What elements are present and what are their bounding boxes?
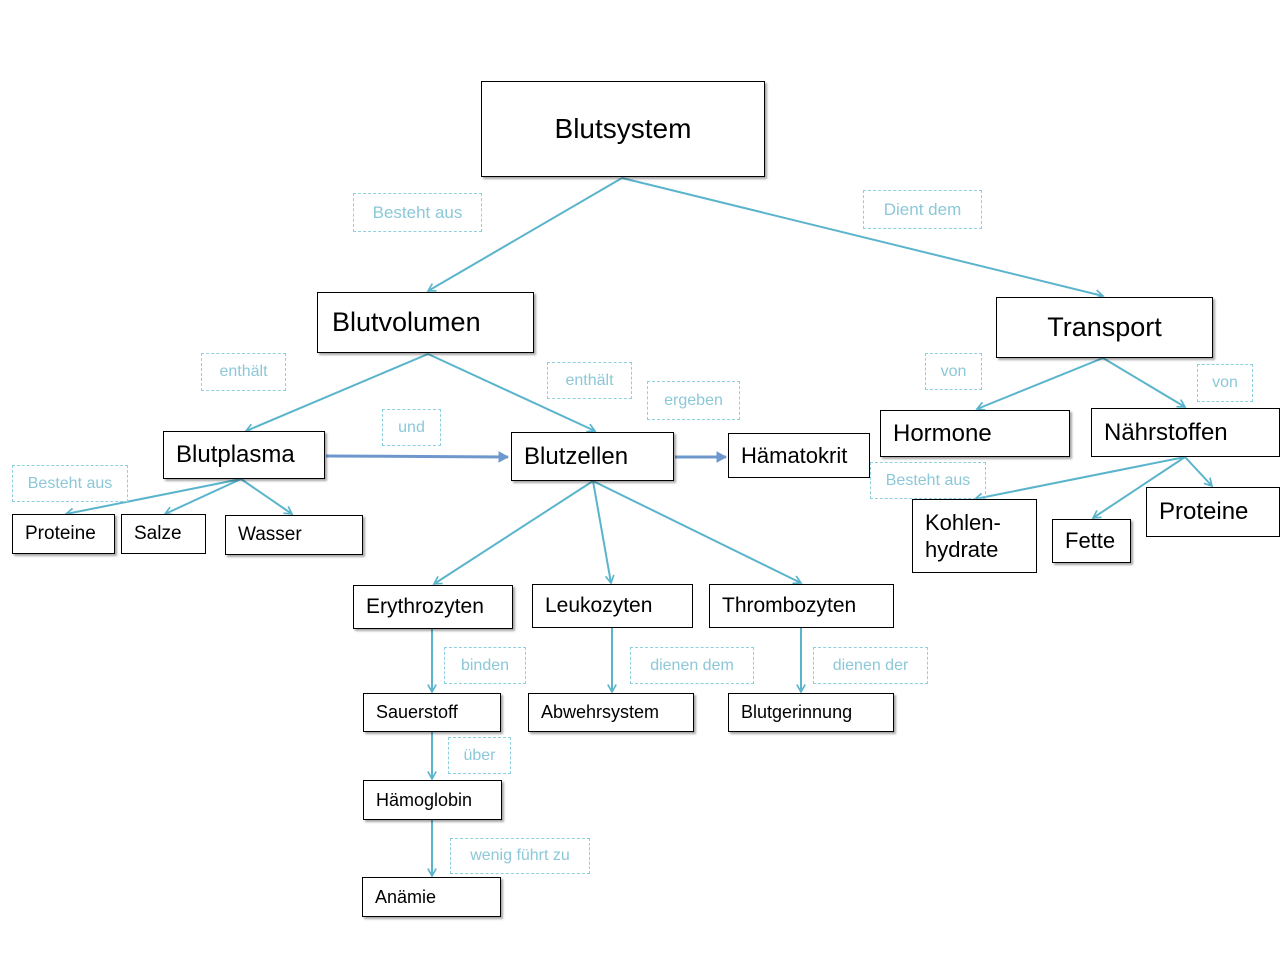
arrow-blutzellen-erythrozyten (434, 480, 594, 584)
node-proteine-naehr[interactable]: Proteine (1146, 487, 1280, 537)
arrow-blutsystem-blutvolumen (428, 177, 623, 292)
arrow-naehrstoffen-proteine (1184, 456, 1212, 486)
node-sauerstoff[interactable]: Sauerstoff (363, 693, 501, 732)
arrow-blutplasma-salze (165, 478, 242, 514)
node-hormone[interactable]: Hormone (880, 410, 1070, 457)
arrow-naehrstoffen-kohlenhydrate (975, 456, 1186, 499)
arrow-blutvolumen-blutzellen (427, 353, 595, 431)
node-proteine-plasma[interactable]: Proteine (12, 514, 115, 554)
arrow-naehrstoffen-fette (1093, 456, 1186, 518)
arrow-blutvolumen-blutplasma (246, 353, 429, 431)
label-von-naehrstoffen: von (1197, 364, 1253, 402)
node-transport[interactable]: Transport (996, 297, 1213, 358)
arrow-transport-naehrstoffen (1102, 357, 1185, 407)
label-ergeben: ergeben (647, 381, 740, 420)
node-blutsystem[interactable]: Blutsystem (481, 81, 765, 177)
label-wenig-fuehrt-zu: wenig führt zu (450, 838, 590, 874)
node-fette[interactable]: Fette (1052, 519, 1131, 563)
node-haematokrit[interactable]: Hämatokrit (728, 433, 870, 478)
node-salze[interactable]: Salze (121, 514, 206, 554)
label-dienen-dem: dienen dem (630, 647, 754, 684)
label-enthaelt-right: enthält (547, 362, 632, 399)
node-blutgerinnung[interactable]: Blutgerinnung (728, 693, 894, 732)
arrow-blutzellen-leukozyten (592, 480, 611, 583)
label-dient-dem: Dient dem (863, 190, 982, 229)
arrow-transport-hormone (977, 357, 1104, 409)
node-blutzellen[interactable]: Blutzellen (511, 432, 674, 481)
label-enthaelt-left: enthält (201, 353, 286, 391)
label-ueber: über (448, 737, 511, 774)
node-kohlenhydrate[interactable]: Kohlen- hydrate (912, 499, 1037, 573)
node-erythrozyten[interactable]: Erythrozyten (353, 585, 513, 629)
arrow-blutsystem-transport (621, 177, 1103, 296)
node-blutplasma[interactable]: Blutplasma (163, 431, 325, 479)
label-besteht-aus-plasma: Besteht aus (12, 465, 128, 502)
label-besteht-aus-top: Besteht aus (353, 193, 482, 232)
arrow-blutplasma-wasser (240, 478, 292, 514)
node-naehrstoffen[interactable]: Nährstoffen (1091, 408, 1280, 457)
arrow-blutplasma-proteine (66, 478, 242, 514)
label-und: und (382, 409, 441, 446)
node-leukozyten[interactable]: Leukozyten (532, 584, 693, 628)
node-anaemie[interactable]: Anämie (362, 877, 501, 917)
node-blutvolumen[interactable]: Blutvolumen (317, 292, 534, 353)
arrow-blutplasma-blutzellen (325, 451, 510, 463)
node-haemoglobin[interactable]: Hämoglobin (363, 780, 502, 820)
node-abwehrsystem[interactable]: Abwehrsystem (528, 693, 694, 732)
arrow-blutzellen-thrombozyten (592, 480, 801, 583)
label-von-hormone: von (925, 353, 982, 390)
label-binden: binden (444, 647, 526, 684)
node-wasser[interactable]: Wasser (225, 515, 363, 555)
label-besteht-aus-naehrstoffen: Besteht aus (870, 462, 986, 499)
label-dienen-der: dienen der (813, 647, 928, 684)
node-thrombozyten[interactable]: Thrombozyten (709, 584, 894, 628)
